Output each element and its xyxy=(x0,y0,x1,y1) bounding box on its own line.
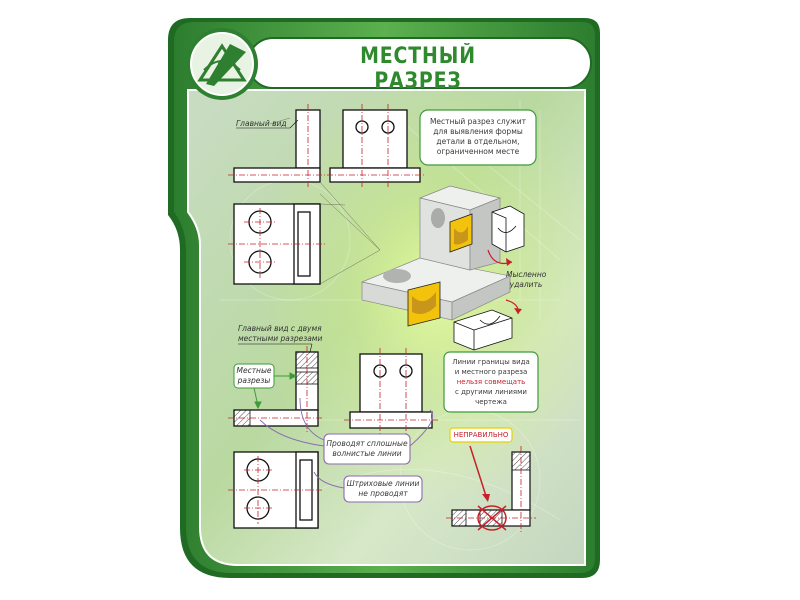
main-view-two-sections-label: Главный вид с двумя местными разрезами xyxy=(238,324,328,344)
hatch-lines-note: Штриховые линии не проводят xyxy=(346,479,420,499)
wavy-lines-callout xyxy=(323,433,411,465)
definition-note-box xyxy=(419,109,537,166)
boundary-line-4: с другими линиями xyxy=(455,388,527,396)
bottom-center-view xyxy=(349,353,433,429)
page-title: МЕСТНЫЙ РАЗРЕЗ xyxy=(360,44,476,94)
hatch-lines-callout xyxy=(343,475,423,503)
isometric-part xyxy=(360,185,525,351)
definition-line-1: Местный разрез служит xyxy=(429,117,527,126)
local-sections-line-2: разрезы xyxy=(237,376,271,385)
definition-line-2: для выявления формы xyxy=(433,127,523,136)
wrong-label-box xyxy=(449,427,513,443)
boundary-line-2: и местного разреза xyxy=(454,368,528,376)
hatch-lines-line-1: Штриховые линии xyxy=(346,479,420,488)
mentally-remove-line-2: удалить xyxy=(509,280,543,289)
boundary-line-5: чертежа xyxy=(475,398,507,406)
wrong-label: НЕПРАВИЛЬНО xyxy=(453,431,509,439)
boundary-line-3: нельзя совмещать xyxy=(456,378,526,386)
main-view-two-sections-line-2: местными разрезами xyxy=(238,334,323,343)
boundary-note: Линии границы вида и местного разреза не… xyxy=(446,357,536,407)
definition-note: Местный разрез служит для выявления форм… xyxy=(422,117,534,157)
local-sections-line-1: Местные xyxy=(236,366,272,375)
wrong-cross-mark xyxy=(469,445,507,531)
hatch-lines-line-2: не проводят xyxy=(358,489,408,498)
definition-line-3: детали в отдельном, xyxy=(436,137,520,146)
drafting-emblem-icon xyxy=(186,28,258,100)
wavy-lines-note: Проводят сплошные волнистые линии xyxy=(326,439,408,459)
boundary-note-box xyxy=(443,351,539,413)
mentally-remove-line-1: Мысленно xyxy=(506,270,547,279)
top-left-views xyxy=(233,109,421,285)
mentally-remove-label: Мысленно удалить xyxy=(506,270,546,290)
definition-line-4: ограниченном месте xyxy=(436,147,520,156)
wavy-lines-line-2: волнистые линии xyxy=(332,449,402,458)
boundary-line-1: Линии границы вида xyxy=(452,358,530,366)
wavy-lines-line-1: Проводят сплошные xyxy=(326,439,408,448)
main-view-two-sections-line-1: Главный вид с двумя xyxy=(238,324,322,333)
main-view-label: Главный вид xyxy=(236,119,287,128)
local-sections-label: Местные разрезы xyxy=(236,366,272,386)
